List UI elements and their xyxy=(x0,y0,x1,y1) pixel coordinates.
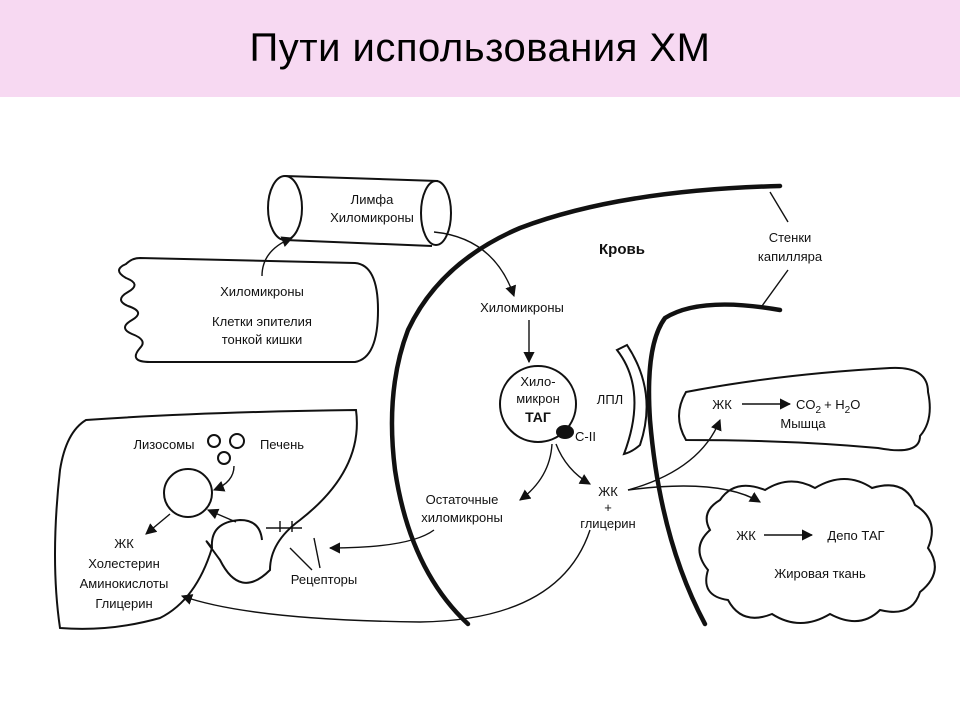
fa-glycerol-line2: + xyxy=(604,500,612,515)
lpl-label: ЛПЛ xyxy=(597,392,623,407)
lysosome-1 xyxy=(207,434,221,448)
particle-label-line2: микрон xyxy=(516,391,560,406)
plus-h-text: + H xyxy=(824,397,845,412)
arrow-glycerol-to-liver xyxy=(180,529,591,623)
apo-c2-marker xyxy=(556,425,574,439)
lysosomes-label: Лизосомы xyxy=(134,437,195,452)
capillary-wall-right xyxy=(646,302,783,627)
fa-glycerol-line3: глицерин xyxy=(580,516,636,531)
arrow-remnants-to-receptors xyxy=(328,529,435,554)
muscle-shape xyxy=(678,366,931,452)
arrow-lysosome-fusion xyxy=(212,465,235,492)
fa-glycerol-line1: ЖК xyxy=(598,484,618,499)
lpl-enzyme-crescent xyxy=(615,343,648,456)
arrow-lymph-to-blood xyxy=(433,231,517,298)
adipose-depot-label: Депо ТАГ xyxy=(827,528,884,543)
page-title: Пути использования ХМ xyxy=(249,26,711,70)
capillary-wall-left xyxy=(389,183,783,627)
intestine-chylomicrons-label: Хиломикроны xyxy=(220,284,304,299)
intestine-label-line1: Клетки эпителия xyxy=(212,314,312,329)
particle-label-line3: ТАГ xyxy=(525,409,551,425)
arrow-receptor-internalize xyxy=(206,508,237,523)
adipose-fa-label: ЖК xyxy=(736,528,756,543)
intestinal-cells xyxy=(118,256,380,363)
apo-c2-label: C-II xyxy=(575,429,596,444)
arrow-particle-to-fa xyxy=(555,443,591,485)
receptors-label: Рецепторы xyxy=(291,572,358,587)
endosome xyxy=(163,468,213,518)
adipose-tissue-cloud xyxy=(698,478,936,624)
remnant-label-line2: хиломикроны xyxy=(421,510,503,525)
arrow-fa-to-adipose xyxy=(627,485,761,503)
liver-out-line4: Глицерин xyxy=(95,596,152,611)
muscle-label: Мышца xyxy=(780,416,826,431)
remnant-label-line1: Остаточные xyxy=(426,492,499,507)
lymph-label-line2: Хиломикроны xyxy=(330,210,414,225)
lymph-label-line1: Лимфа xyxy=(351,192,394,207)
intestine-label-line2: тонкой кишки xyxy=(222,332,302,347)
co2-text: CO xyxy=(796,397,816,412)
capillary-label-line2: капилляра xyxy=(758,249,823,264)
muscle-fa-label: ЖК xyxy=(712,397,732,412)
arrow-endosome-to-products xyxy=(145,513,171,535)
pointer-capillary-top xyxy=(769,191,789,223)
h2o-subscript: 2 xyxy=(845,405,851,416)
adipose-label: Жировая ткань xyxy=(774,566,866,581)
liver-label: Печень xyxy=(260,437,304,452)
lymph-vessel xyxy=(267,175,452,247)
lysosome-2 xyxy=(229,433,245,449)
arrow-intestine-to-lymph xyxy=(261,236,294,277)
particle-label-line1: Хило- xyxy=(520,374,555,389)
pointer-receptors xyxy=(289,537,321,571)
arrow-particle-to-remnants xyxy=(519,443,553,501)
blood-chylomicrons-label: Хиломикроны xyxy=(480,300,564,315)
lysosome-3 xyxy=(217,451,231,465)
liver-out-line2: Холестерин xyxy=(88,556,160,571)
coated-pit xyxy=(210,518,263,549)
chylomicron-particle xyxy=(499,365,577,443)
receptor-marks xyxy=(266,521,302,532)
blood-label: Кровь xyxy=(599,241,645,258)
title-bar: Пути использования ХМ xyxy=(0,0,960,97)
arrow-fa-to-muscle xyxy=(627,418,722,491)
pointer-capillary-bottom xyxy=(761,269,789,307)
co2-subscript: 2 xyxy=(816,405,822,416)
liver-out-line3: Аминокислоты xyxy=(80,576,169,591)
o-text: O xyxy=(850,397,860,412)
liver-out-line1: ЖК xyxy=(114,536,134,551)
muscle-products-label: CO2+ H2O xyxy=(796,397,860,416)
capillary-label-line1: Стенки xyxy=(769,230,812,245)
